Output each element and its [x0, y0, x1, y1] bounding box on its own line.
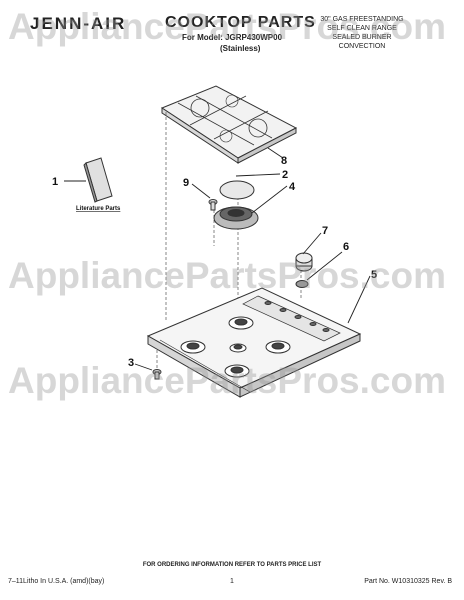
- callout-numbers: 1 2 3 4 5 6 7 8 9: [52, 155, 377, 369]
- page-title: COOKTOP PARTS: [165, 14, 316, 31]
- model-finish: (Stainless): [220, 44, 261, 53]
- control-knob: [295, 252, 313, 272]
- brand-logo: JENN-AIR: [30, 14, 127, 33]
- leader-lines: [64, 147, 371, 371]
- callout-3: 3: [128, 357, 134, 369]
- print-info: 7–11Litho In U.S.A. (amd)(bay): [8, 578, 105, 585]
- callout-7: 7: [322, 225, 328, 237]
- callout-2: 2: [282, 169, 288, 181]
- screw: [208, 199, 218, 211]
- callout-8: 8: [281, 155, 287, 167]
- cooktop-screw: [152, 369, 162, 380]
- callout-6: 6: [343, 241, 349, 253]
- description-line: CONVECTION: [338, 43, 386, 50]
- product-description: 30" GAS FREESTANDING SELF CLEAN RANGE SE…: [302, 15, 422, 51]
- part-number: Part No. W10310325 Rev. B: [364, 578, 452, 585]
- burner-base: [213, 206, 259, 230]
- literature-book: [83, 157, 113, 203]
- page-number: 1: [230, 578, 234, 585]
- description-line: SEALED BURNER: [332, 34, 392, 41]
- burner-cap: [219, 180, 255, 200]
- callout-9: 9: [183, 177, 189, 189]
- model-number: For Model: JGRP430WP00: [182, 33, 283, 42]
- knob-bezel: [295, 280, 309, 288]
- cooktop: [146, 287, 362, 398]
- ordering-note: FOR ORDERING INFORMATION REFER TO PARTS …: [142, 562, 322, 568]
- description-line: SELF CLEAN RANGE: [327, 25, 397, 32]
- grate: [160, 85, 298, 164]
- callout-4: 4: [289, 181, 296, 193]
- callout-1: 1: [52, 176, 58, 188]
- callout-5: 5: [371, 269, 377, 281]
- description-line: 30" GAS FREESTANDING: [320, 16, 404, 23]
- literature-label: Literature Parts: [76, 206, 121, 212]
